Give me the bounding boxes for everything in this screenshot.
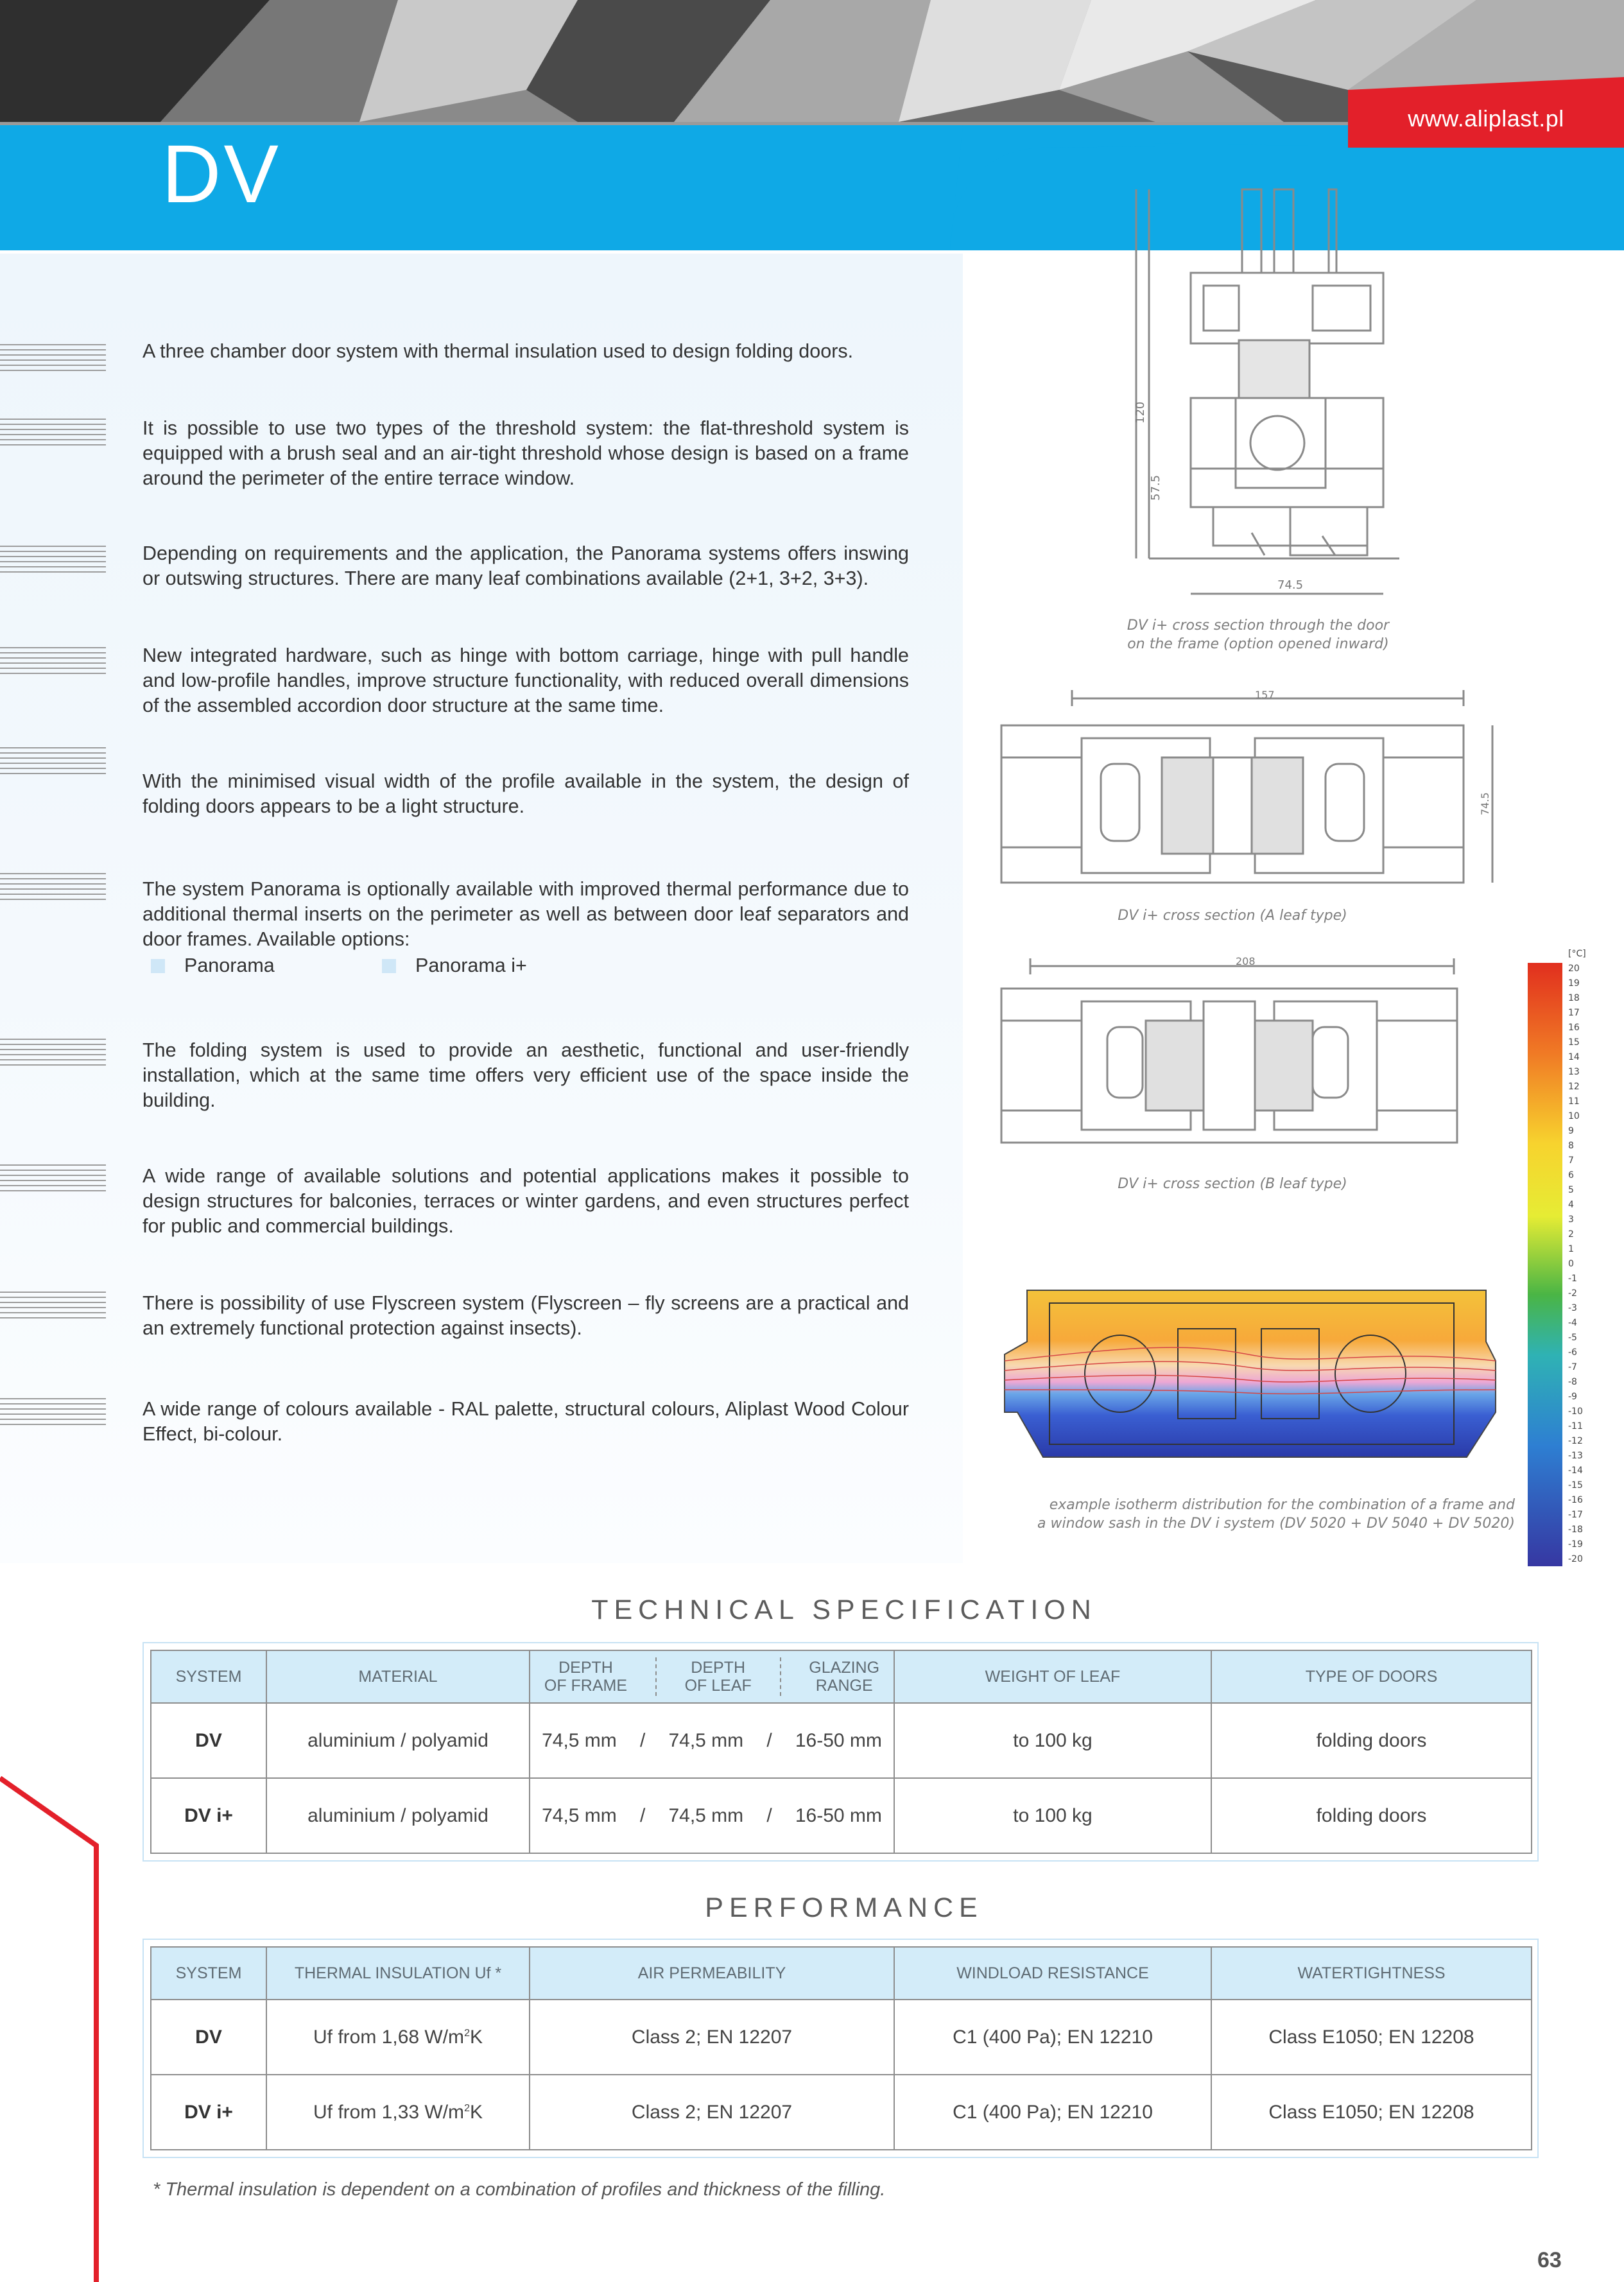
figure-caption: example isotherm distribution for the co… — [1037, 1497, 1515, 1532]
description-paragraph: Depending on requirements and the applic… — [143, 542, 909, 589]
dimension-label: 120 — [1134, 402, 1147, 424]
column-header: WINDLOAD RESISTANCE — [894, 1946, 1212, 2000]
header-banner — [0, 0, 1624, 250]
description-paragraph: It is possible to use two types of the t… — [143, 417, 909, 489]
description-paragraph: A three chamber door system with thermal… — [143, 340, 854, 362]
dimension-label: 57.5 — [1149, 475, 1162, 501]
performance-table: SYSTEM THERMAL INSULATION Uf * AIR PERME… — [143, 1939, 1539, 2158]
column-header: SYSTEM — [150, 1650, 267, 1704]
figure-caption: DV i+ cross section (B leaf type) — [1118, 1176, 1347, 1192]
page-title: DV — [162, 128, 281, 220]
bullet-square-icon — [151, 958, 165, 973]
decorative-stripes — [0, 344, 106, 1425]
cross-section-door-figure: 120 57.5 74.5 — [1134, 188, 1399, 595]
column-header: AIR PERMEABILITY — [529, 1946, 895, 2000]
description-paragraph: The system Panorama is optionally availa… — [143, 878, 909, 950]
option-item: Panorama i+ — [382, 955, 527, 977]
footnote: * Thermal insulation is dependent on a c… — [153, 2179, 886, 2200]
table-row: DV Uf from 1,68 W/m2K Class 2; EN 12207 … — [150, 1999, 1532, 2075]
description-panel — [0, 254, 963, 1563]
temperature-scale-bar — [1528, 963, 1562, 1566]
figure-caption: DV i+ cross section (A leaf type) — [1118, 908, 1347, 924]
description-paragraph: There is possibility of use Flyscreen sy… — [143, 1292, 909, 1339]
description-paragraph: With the minimised visual width of the p… — [143, 770, 909, 817]
red-accent-line — [0, 1776, 99, 2282]
description-paragraph: New integrated hardware, such as hinge w… — [143, 644, 909, 716]
table-row: DV i+ aluminium / polyamid 74,5 mm/74,5 … — [150, 1777, 1532, 1854]
column-header: WATERTIGHTNESS — [1211, 1946, 1532, 2000]
performance-heading: PERFORMANCE — [705, 1892, 983, 1923]
cross-section-a-leaf-figure: 157 74.5 — [1000, 689, 1494, 884]
dimension-label: 74.5 — [1277, 578, 1303, 592]
description-paragraph: A wide range of colours available - RAL … — [143, 1398, 909, 1445]
column-header: THERMAL INSULATION Uf * — [266, 1946, 530, 2000]
page-number: 63 — [1537, 2248, 1562, 2272]
description-paragraph: The folding system is used to provide an… — [143, 1039, 909, 1111]
bullet-square-icon — [382, 958, 396, 973]
isotherm-figure — [1004, 1290, 1496, 1458]
table-row: DV i+ Uf from 1,33 W/m2K Class 2; EN 122… — [150, 2074, 1532, 2150]
column-header: MATERIAL — [266, 1650, 530, 1704]
description-paragraph: A wide range of available solutions and … — [143, 1165, 909, 1237]
column-header: WEIGHT OF LEAF — [894, 1650, 1212, 1704]
options-list: Panorama Panorama i+ — [151, 955, 527, 977]
cross-section-b-leaf-figure: 208 — [1000, 956, 1458, 1144]
figure-caption: DV i+ cross section through the door on … — [1127, 618, 1390, 652]
column-header: TYPE OF DOORS — [1211, 1650, 1532, 1704]
column-header: SYSTEM — [150, 1946, 267, 2000]
tech-spec-heading: TECHNICAL SPECIFICATION — [591, 1595, 1097, 1625]
dimension-label: 74.5 — [1479, 792, 1491, 815]
option-item: Panorama — [151, 955, 382, 977]
website-url[interactable]: www.aliplast.pl — [1408, 105, 1564, 132]
dimension-label: 157 — [1255, 689, 1275, 701]
dimension-label: 208 — [1236, 956, 1256, 967]
table-row: DV aluminium / polyamid 74,5 mm/74,5 mm/… — [150, 1702, 1532, 1779]
